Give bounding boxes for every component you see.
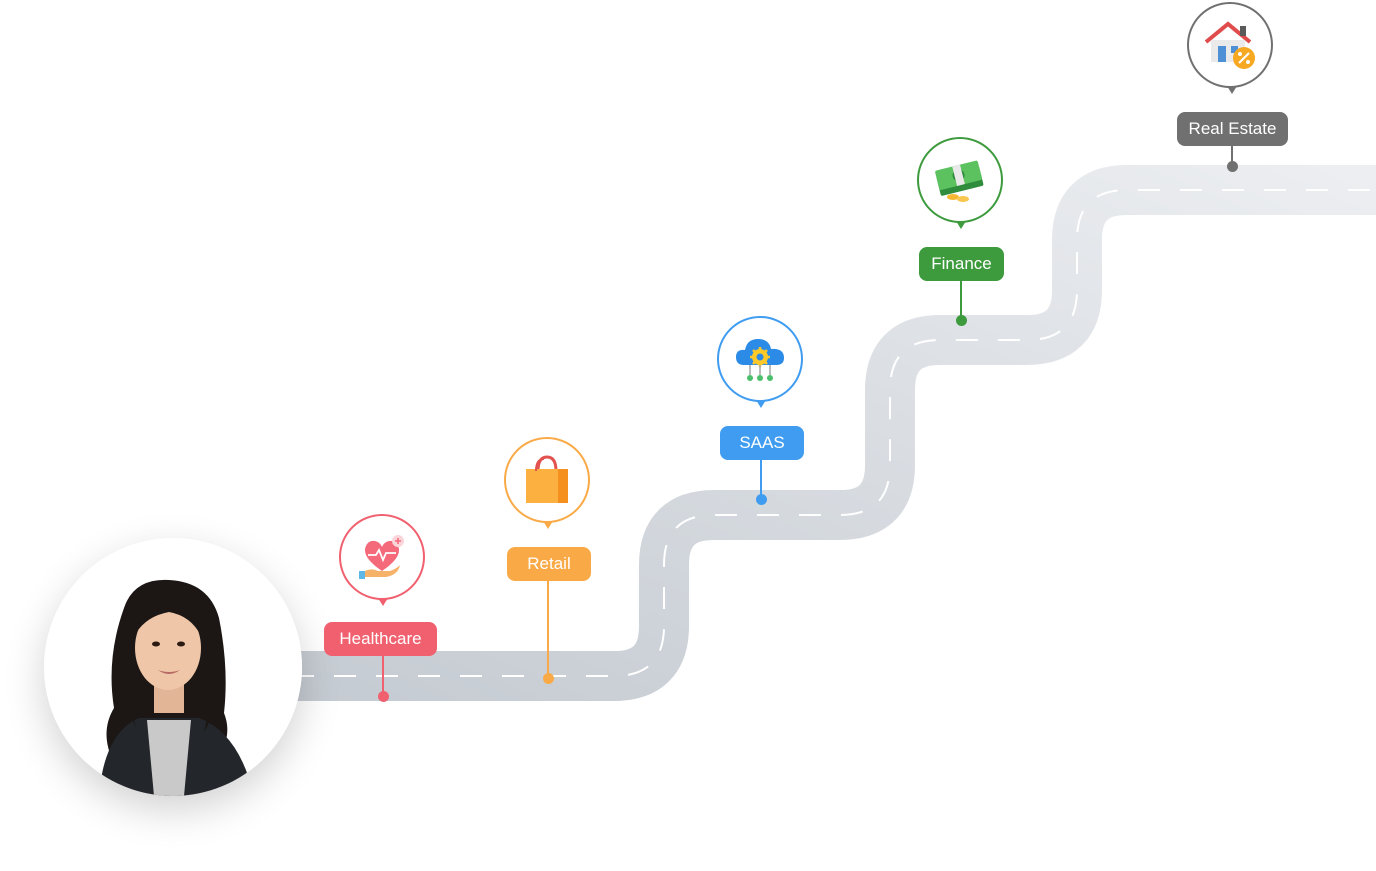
retail-stem — [547, 581, 549, 674]
stage-label-saas: SAAS — [720, 426, 804, 460]
retail-road-dot — [543, 673, 554, 684]
real-estate-stem — [1231, 146, 1233, 164]
finance-road-dot — [956, 315, 967, 326]
stage-label-finance: Finance — [919, 247, 1004, 281]
real-estate-icon-circle — [1187, 2, 1273, 88]
house-percent-icon — [1204, 21, 1255, 69]
stage-label-retail: Retail — [507, 547, 591, 581]
stage-label-healthcare: Healthcare — [324, 622, 437, 656]
avatar — [44, 538, 302, 796]
road-lane-marking — [250, 189, 1376, 677]
healthcare-icon-circle — [339, 514, 425, 600]
retail-pin-tip — [543, 521, 553, 529]
finance-stem — [960, 281, 962, 317]
shopping-bag-icon — [526, 455, 568, 503]
saas-stem — [760, 460, 762, 496]
real-estate-road-dot — [1227, 161, 1238, 172]
saas-road-dot — [756, 494, 767, 505]
retail-icon-circle — [504, 437, 590, 523]
real-estate-pin-tip — [1227, 86, 1237, 94]
road-surface — [250, 165, 1376, 701]
healthcare-road-dot — [378, 691, 389, 702]
healthcare-pin-tip — [378, 598, 388, 606]
saas-icon-circle — [717, 316, 803, 402]
woman-portrait-icon — [44, 538, 302, 796]
stage-label-real-estate: Real Estate — [1177, 112, 1288, 146]
money-stack-icon — [935, 160, 984, 202]
saas-pin-tip — [756, 400, 766, 408]
finance-pin-tip — [956, 221, 966, 229]
cloud-gear-icon — [736, 339, 784, 381]
heart-care-icon — [359, 535, 404, 579]
healthcare-stem — [382, 656, 384, 694]
finance-icon-circle — [917, 137, 1003, 223]
